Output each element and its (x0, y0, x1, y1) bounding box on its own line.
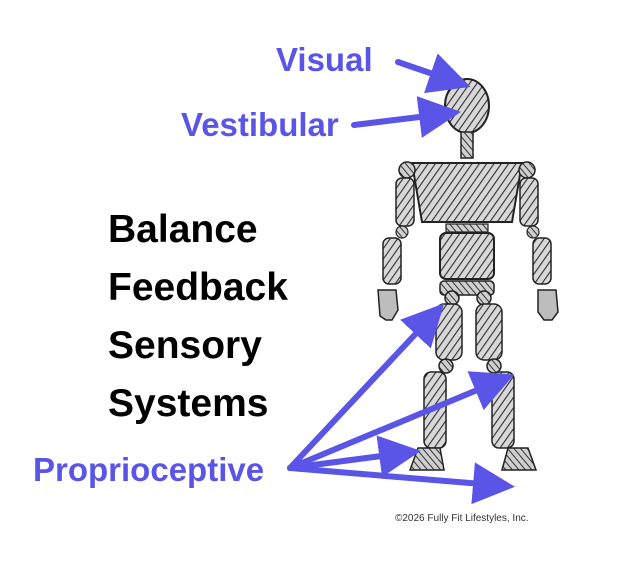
visual-arrow (395, 53, 471, 94)
figure-left-arm (377, 161, 416, 321)
copyright-notice: ©2026 Fully Fit Lifestyles, Inc. (395, 513, 529, 524)
proprioceptive-label: Proprioceptive (33, 451, 265, 488)
diagram-title: Balance Feedback Sensory Systems (108, 201, 288, 433)
proprioceptive-arrow-thigh (287, 303, 445, 471)
proprioceptive-arrow-shin (287, 371, 515, 471)
figure-right-arm (518, 161, 559, 321)
title-line-systems: Systems (108, 382, 269, 425)
vestibular-label: Vestibular (181, 106, 339, 143)
figure-left-leg (408, 290, 463, 471)
pointer-arrows (287, 53, 515, 505)
title-line-feedback: Feedback (108, 266, 288, 309)
vestibular-arrow (351, 96, 461, 138)
figure-torso (410, 162, 524, 296)
title-line-balance: Balance (108, 208, 258, 251)
proprioceptive-arrow-ankle (287, 435, 421, 478)
visual-label: Visual (276, 41, 373, 78)
title-line-sensory: Sensory (108, 324, 262, 367)
figure-head (444, 78, 490, 159)
proprioceptive-arrow-foot (287, 462, 515, 505)
